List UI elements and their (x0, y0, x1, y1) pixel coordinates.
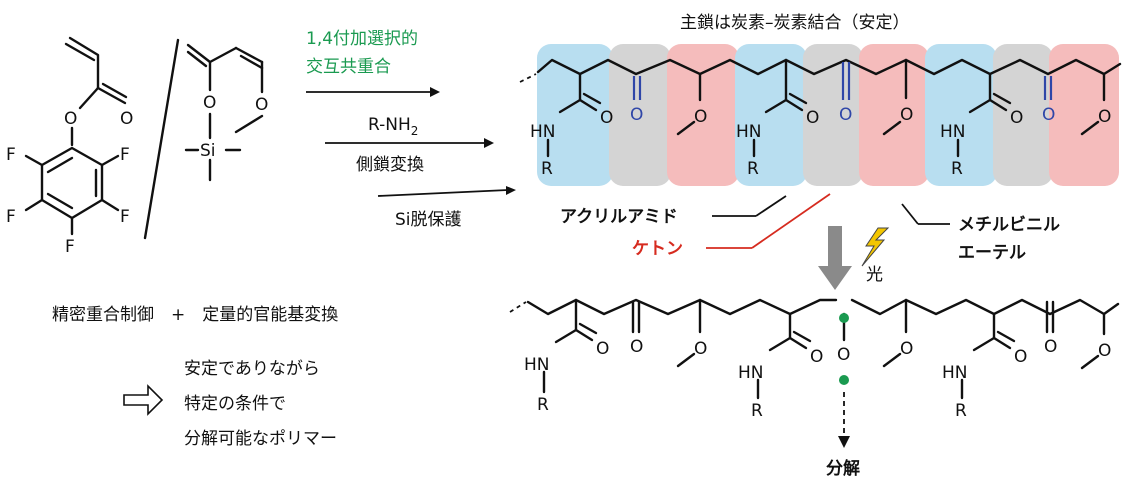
radical-dot (839, 375, 849, 385)
atom-o: O (806, 108, 819, 128)
atom-o: O (837, 345, 850, 365)
atom-o: O (120, 109, 133, 129)
atom-o: O (600, 108, 613, 128)
bottom-polymer-atoms: HN O R O O HN O R O O HN O R O O (524, 337, 1111, 421)
step1-label-line2: 交互共重合 (306, 57, 391, 77)
acrylamide-leader (755, 195, 787, 217)
atom-hn: HN (940, 122, 966, 142)
atom-o: O (694, 339, 707, 359)
atom-r: R (955, 401, 967, 421)
acrylamide-block (537, 44, 613, 186)
vinylether-block (1049, 44, 1119, 186)
radical-dot (839, 313, 849, 323)
control-caption: 精密重合制御 + 定量的官能基変換 (52, 305, 338, 325)
reaction-arrows (306, 87, 516, 197)
outline-arrow-icon (123, 384, 164, 416)
decompose-arrow-head (838, 436, 850, 448)
light-reaction-arrow (818, 226, 852, 290)
light-label: 光 (866, 265, 883, 285)
top-polymer-chain (519, 58, 1122, 158)
ketone-block (993, 44, 1053, 186)
ketone-atom-o: O (630, 105, 643, 125)
atom-hn: HN (738, 363, 764, 383)
silyl-diene-structure: O O Si (184, 43, 268, 182)
bottom-polymer-chain (509, 298, 1120, 400)
atom-o: O (64, 109, 77, 129)
ketone-label: ケトン (632, 239, 683, 259)
ketone-atom-o: O (839, 105, 852, 125)
ketone-leader (751, 193, 831, 249)
atom-f: F (120, 145, 130, 165)
vinylether-block (859, 44, 929, 186)
vinylether-block (667, 44, 739, 186)
acrylamide-block (925, 44, 997, 186)
atom-o: O (596, 339, 609, 359)
vinylether-label-line2: エーテル (958, 243, 1026, 263)
atom-hn: HN (736, 122, 762, 142)
atom-o: O (900, 339, 913, 359)
result-line1: 安定でありながら (184, 359, 320, 379)
pfp-acrylate-structure: O O F F F F F (6, 36, 133, 257)
atom-hn: HN (530, 122, 556, 142)
result-line3: 分解可能なポリマー (184, 429, 337, 449)
acrylamide-label: アクリルアミド (560, 207, 678, 227)
step2-reagent: R-NH2 (368, 115, 418, 138)
ketone-atom-o: O (1042, 105, 1055, 125)
atom-o: O (1044, 337, 1057, 357)
atom-o: O (1098, 107, 1111, 127)
atom-r: R (751, 401, 763, 421)
atom-o: O (255, 95, 268, 115)
atom-si: Si (200, 141, 216, 161)
decompose-label: 分解 (826, 458, 860, 479)
atom-o: O (1098, 341, 1111, 361)
result-line2: 特定の条件で (184, 394, 286, 414)
top-polymer-atoms: HN O R O O HN O R O O HN O R O O (530, 105, 1111, 179)
atom-o: O (900, 105, 913, 125)
atom-r: R (951, 159, 963, 179)
lightning-bolt-icon (861, 227, 890, 267)
atom-f: F (6, 145, 16, 165)
atom-f: F (6, 207, 16, 227)
main-chain-caption: 主鎖は炭素–炭素結合（安定） (680, 13, 910, 33)
atom-hn: HN (942, 363, 968, 383)
atom-r: R (541, 159, 553, 179)
step1-label-line1: 1,4付加選択的 (306, 29, 418, 49)
atom-o: O (810, 347, 823, 367)
ketone-block (609, 44, 671, 186)
monomer-separator (143, 38, 180, 240)
atom-o: O (203, 93, 216, 113)
step2-reagent-text: R-NH (368, 115, 411, 135)
atom-f: F (65, 237, 75, 257)
step3-label: Si脱保護 (395, 210, 462, 230)
atom-r: R (747, 159, 759, 179)
step2-label: 側鎖変換 (356, 155, 424, 175)
vinylether-label-line1: メチルビニル (958, 215, 1060, 235)
atom-f: F (120, 207, 130, 227)
vinylether-leader (901, 203, 919, 225)
atom-o: O (630, 337, 643, 357)
atom-r: R (537, 395, 549, 415)
atom-o: O (694, 107, 707, 127)
atom-o: O (1014, 347, 1027, 367)
atom-o: O (1010, 108, 1023, 128)
atom-hn: HN (524, 355, 550, 375)
step2-reagent-subscript: 2 (411, 124, 419, 138)
